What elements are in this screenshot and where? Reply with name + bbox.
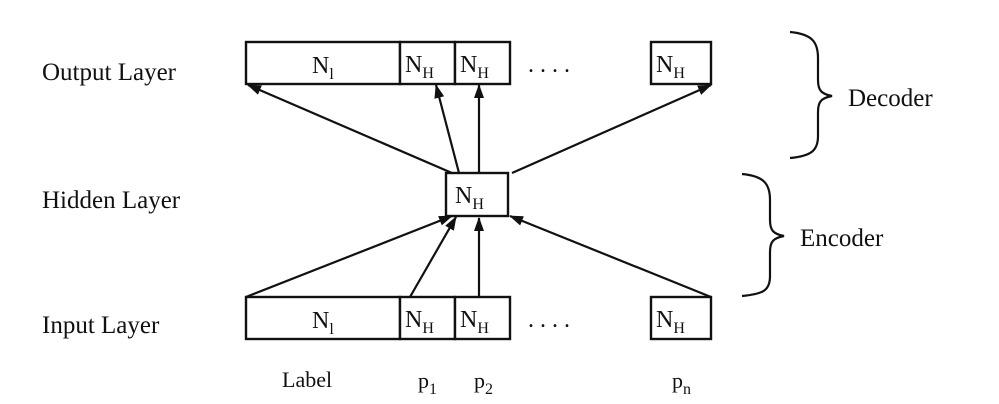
arrow-p1-to-hidden	[409, 216, 457, 298]
input-pn-cell-text: NH	[656, 307, 685, 337]
input-p1-cell-text: NH	[405, 307, 434, 337]
input-p2-cell	[453, 295, 512, 341]
p1-caption: p1	[418, 368, 437, 398]
encoder-brace	[741, 172, 785, 298]
input-label-cell	[244, 295, 402, 341]
output-layer: Nl NH NH . . . . NH	[244, 40, 713, 86]
output-pn-cell-text: NH	[656, 52, 685, 82]
input-ellipsis: . . . .	[528, 307, 570, 333]
p2-caption: p2	[474, 368, 493, 398]
decoder-arrows	[247, 83, 712, 175]
hidden-layer-label: Hidden Layer	[42, 187, 181, 214]
arrow-pn-to-hidden	[509, 214, 712, 299]
label-caption: Label	[282, 367, 332, 392]
output-p2-cell-text: NH	[460, 52, 489, 82]
input-layer: Nl NH NH . . . . NH	[244, 295, 713, 341]
output-ellipsis: . . . .	[528, 52, 570, 78]
encoder-arrows	[245, 214, 712, 299]
input-pn-cell	[649, 295, 713, 341]
arrow-label-to-hidden	[245, 214, 453, 299]
output-layer-label: Output Layer	[42, 59, 177, 86]
output-label-cell	[244, 40, 402, 86]
input-p2-cell-text: NH	[460, 307, 489, 337]
pn-caption: pn	[672, 368, 691, 398]
arrow-hidden-to-p1	[434, 84, 461, 174]
decoder-brace	[789, 30, 833, 160]
output-pn-cell	[649, 40, 713, 86]
decoder-label: Decoder	[848, 85, 933, 112]
output-p1-cell-text: NH	[405, 52, 434, 82]
output-label-cell-text: Nl	[312, 53, 334, 83]
arrow-hidden-to-pn	[511, 83, 712, 175]
input-layer-label: Input Layer	[42, 312, 160, 339]
arrow-hidden-to-label	[247, 83, 453, 175]
encoder-label: Encoder	[800, 225, 884, 252]
hidden-layer: NH	[444, 171, 510, 218]
hidden-cell-text: NH	[455, 183, 484, 213]
input-label-cell-text: Nl	[312, 308, 334, 338]
hidden-cell	[444, 171, 510, 218]
